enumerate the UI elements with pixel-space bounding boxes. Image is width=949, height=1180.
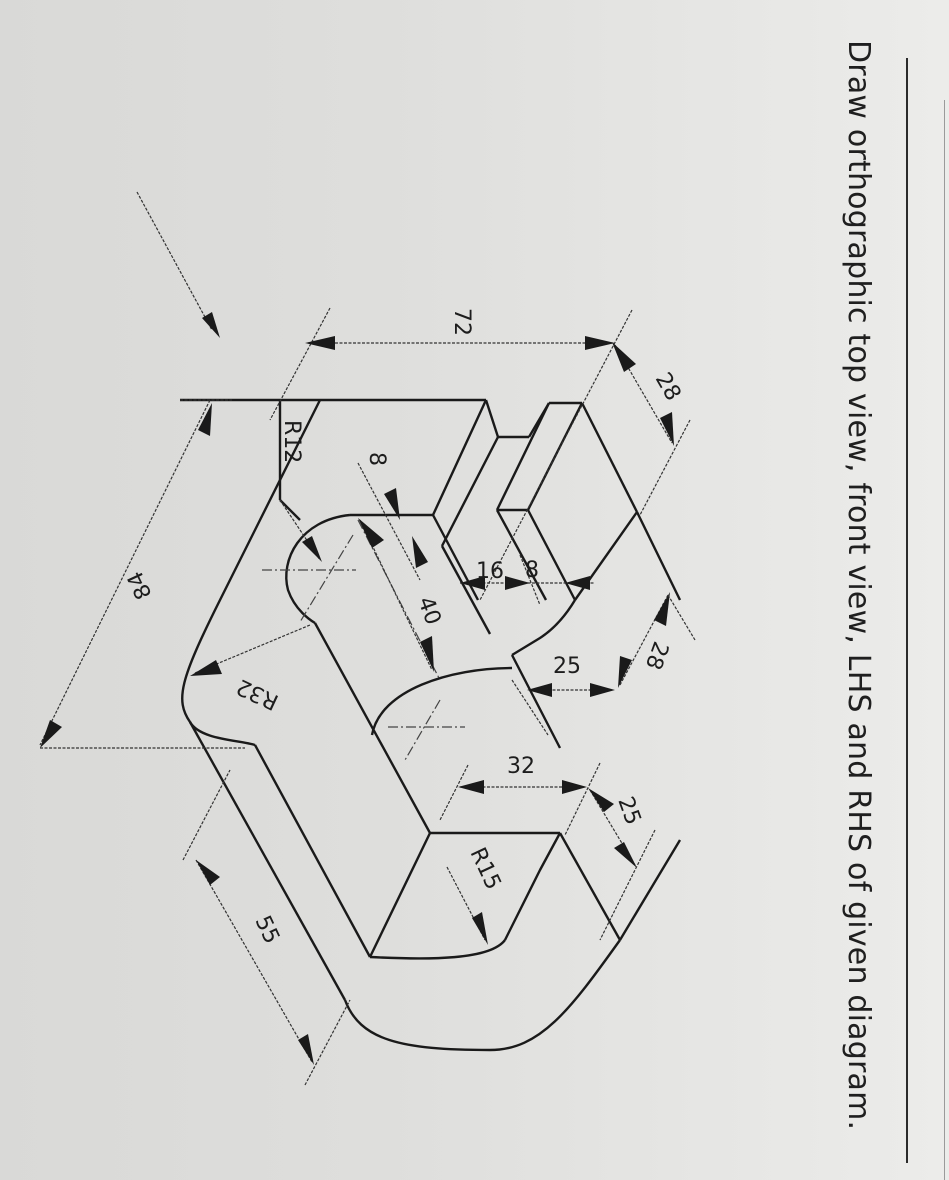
dim-16: 16 <box>476 559 504 584</box>
center-lines <box>262 519 465 761</box>
dim-32: 32 <box>507 754 535 779</box>
dim-25-lower: 25 <box>612 794 645 829</box>
dim-R15: R15 <box>465 844 506 894</box>
page-border-line-right <box>944 100 945 1180</box>
view-direction-arrow-icon <box>136 191 220 338</box>
dim-8-left: 8 <box>364 452 389 466</box>
dimension-lines <box>39 307 696 1086</box>
dim-R32: R32 <box>233 673 283 714</box>
dim-R12: R12 <box>279 420 304 463</box>
dim-40: 40 <box>412 594 445 629</box>
dim-84: 84 <box>123 567 157 603</box>
object-outline <box>180 398 682 1052</box>
page-border-line-left <box>906 58 908 1163</box>
dim-25-upper: 25 <box>553 654 581 679</box>
dim-8-slot: 8 <box>525 558 539 583</box>
dim-55: 55 <box>250 912 284 948</box>
dim-72: 72 <box>449 308 474 336</box>
dim-28-side: 28 <box>640 638 673 673</box>
dim-28-top: 28 <box>650 369 686 406</box>
